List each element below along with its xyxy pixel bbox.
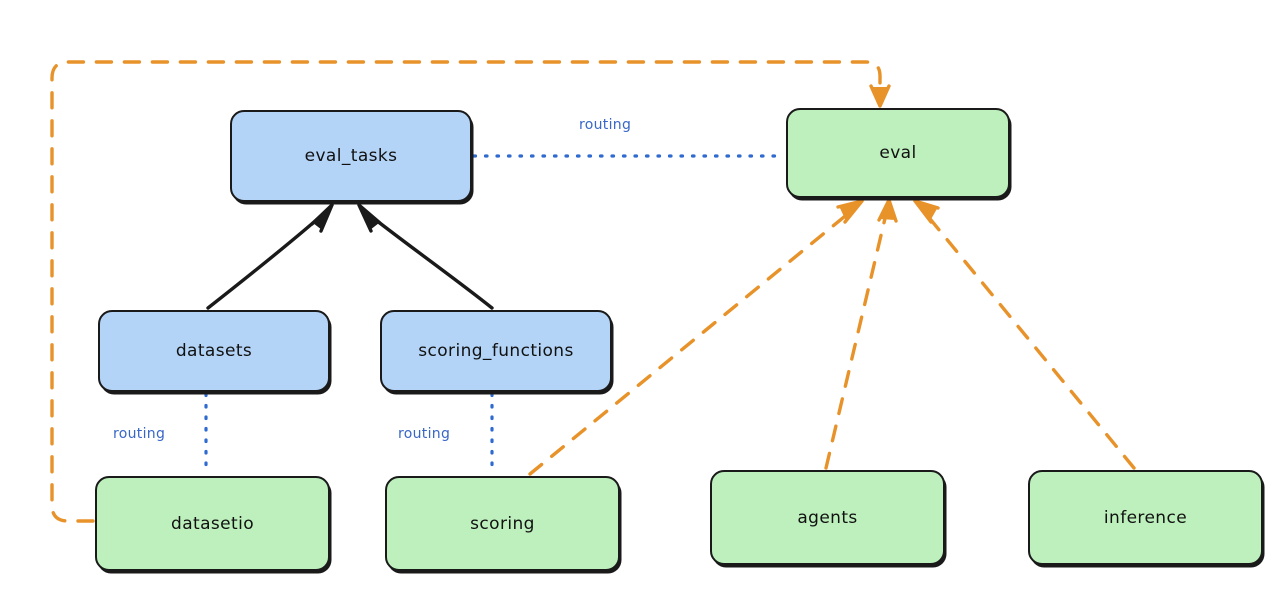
node-label-datasetio: datasetio <box>171 513 254 534</box>
node-eval[interactable]: eval <box>786 108 1010 198</box>
edge-agents-to-eval <box>824 198 898 470</box>
node-agents[interactable]: agents <box>710 470 945 565</box>
edge-datasetio-to-eval <box>50 60 891 523</box>
node-label-inference: inference <box>1103 507 1188 528</box>
node-label-datasets: datasets <box>175 341 253 361</box>
node-inference[interactable]: inference <box>1028 470 1263 565</box>
edge-label-routing-eval: routing <box>579 117 632 133</box>
node-datasetio[interactable]: datasetio <box>95 476 330 571</box>
node-datasets[interactable]: datasets <box>98 310 330 392</box>
edge-label-routing-scoring-functions: routing <box>398 426 451 442</box>
node-label-scoring-functions: scoring_functions <box>418 341 574 361</box>
node-scoring-functions[interactable]: scoring_functions <box>380 310 612 392</box>
node-label-eval: eval <box>879 143 917 163</box>
node-label-agents: agents <box>797 507 858 528</box>
node-label-scoring: scoring <box>470 513 535 534</box>
edge-scoring-functions-to-eval-tasks <box>357 203 494 310</box>
node-scoring[interactable]: scoring <box>385 476 620 571</box>
edge-datasets-to-eval-tasks <box>206 203 334 310</box>
edge-inference-to-eval <box>913 199 1136 470</box>
node-label-eval-tasks: eval_tasks <box>304 146 398 166</box>
node-eval-tasks[interactable]: eval_tasks <box>230 110 472 202</box>
edge-label-routing-datasets: routing <box>113 426 166 442</box>
edge-scoring-to-eval <box>528 199 864 476</box>
